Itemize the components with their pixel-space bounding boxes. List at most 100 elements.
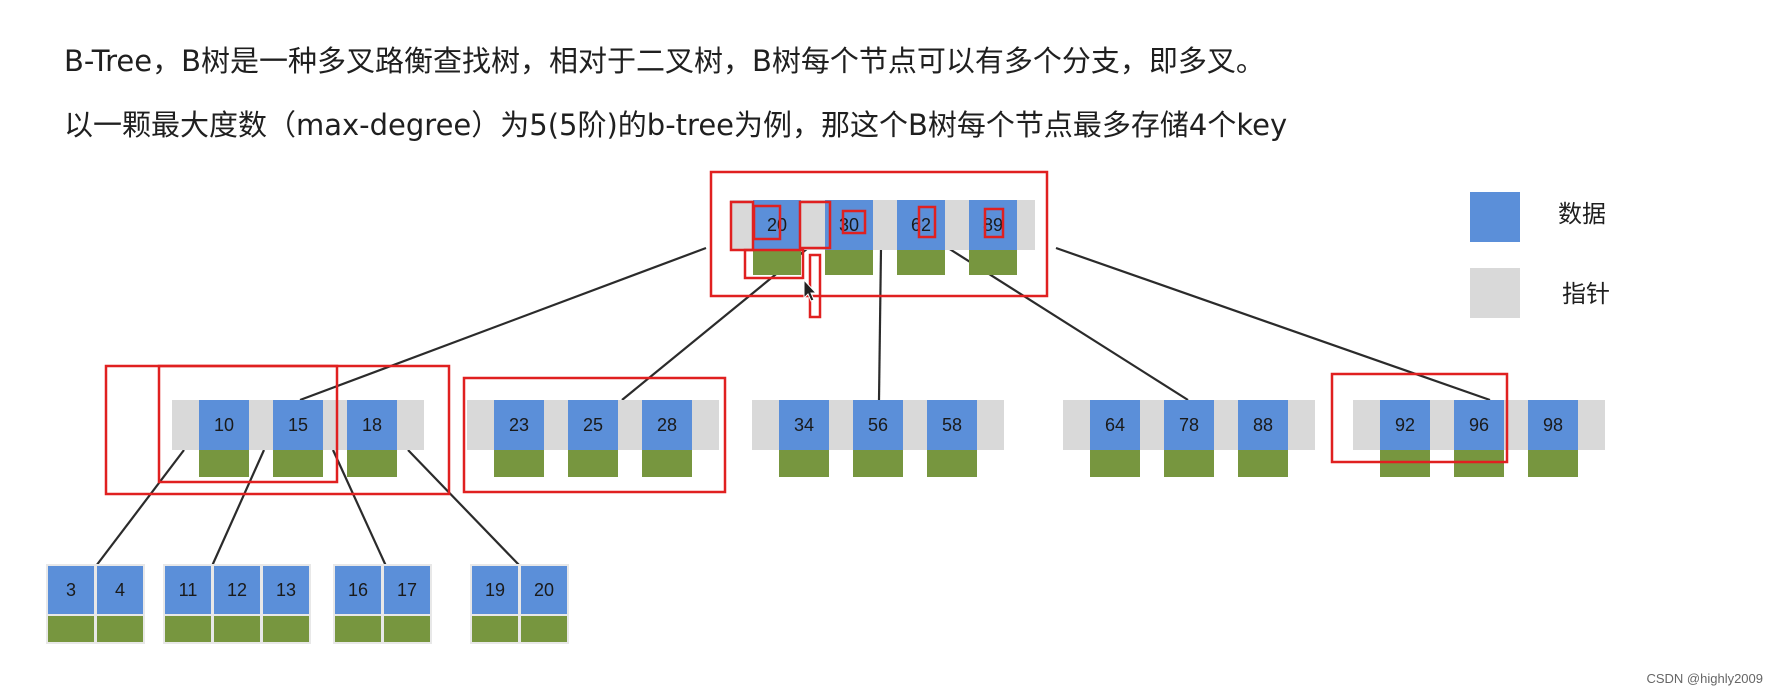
- key-cell: [927, 400, 977, 450]
- legend: 数据 指针: [1470, 192, 1610, 318]
- data-block: [384, 616, 430, 642]
- data-block: [1528, 450, 1578, 477]
- key-cell: [347, 400, 397, 450]
- data-block: [969, 250, 1017, 275]
- key-cell: [472, 566, 518, 614]
- mouse-cursor-icon: [803, 278, 818, 302]
- tree-edge: [331, 449, 388, 567]
- key-label: 96: [1469, 415, 1489, 435]
- key-label: 58: [942, 415, 962, 435]
- data-block: [48, 616, 94, 642]
- key-cell: [214, 566, 260, 614]
- key-label: 20: [534, 580, 554, 600]
- data-block: [335, 616, 381, 642]
- highlight-box: [917, 205, 937, 239]
- tree-edge: [299, 246, 707, 402]
- key-cell: [1454, 400, 1504, 450]
- key-label: 28: [657, 415, 677, 435]
- key-cell: [753, 200, 801, 250]
- key-cell: [1164, 400, 1214, 450]
- data-block: [1090, 450, 1140, 477]
- key-cell: [1380, 400, 1430, 450]
- data-block: [263, 616, 309, 642]
- key-cell: [897, 200, 945, 250]
- key-label: 56: [868, 415, 888, 435]
- highlight-annotations: [104, 170, 1509, 496]
- key-label: 62: [911, 215, 931, 235]
- key-cell: [1528, 400, 1578, 450]
- data-block: [568, 450, 618, 477]
- key-label: 64: [1105, 415, 1125, 435]
- data-block: [214, 616, 260, 642]
- highlight-box: [983, 207, 1005, 239]
- data-block: [1164, 450, 1214, 477]
- description-line-2: 以一颗最大度数（max-degree）为5(5阶)的b-tree为例，那这个B树…: [64, 108, 1288, 142]
- key-cell: [521, 566, 567, 614]
- key-cell: [97, 566, 143, 614]
- level2-node-5: 92 96 98: [1353, 400, 1605, 477]
- data-block: [779, 450, 829, 477]
- key-label: 10: [214, 415, 234, 435]
- data-block: [825, 250, 873, 275]
- key-label: 11: [179, 580, 198, 600]
- data-block: [1238, 450, 1288, 477]
- tree-edge: [407, 449, 521, 567]
- highlight-box: [157, 364, 339, 484]
- key-label: 15: [288, 415, 308, 435]
- key-cell: [199, 400, 249, 450]
- key-label: 98: [1543, 415, 1563, 435]
- key-label: 25: [583, 415, 603, 435]
- watermark: CSDN @highly2009: [1646, 671, 1763, 686]
- data-block: [472, 616, 518, 642]
- legend-pointer-label: 指针: [1562, 280, 1610, 308]
- tree-edge: [95, 449, 185, 567]
- key-cell: [779, 400, 829, 450]
- key-cell: [568, 400, 618, 450]
- level2-node-4: 64 78 88: [1063, 400, 1315, 477]
- tree-edges: [95, 246, 1491, 567]
- key-cell: [642, 400, 692, 450]
- data-block: [853, 450, 903, 477]
- key-cell: [1238, 400, 1288, 450]
- key-label: 92: [1395, 415, 1415, 435]
- key-cell: [1090, 400, 1140, 450]
- legend-data-swatch: [1470, 192, 1520, 242]
- highlight-box: [798, 200, 832, 250]
- data-block: [494, 450, 544, 477]
- data-block: [347, 450, 397, 477]
- key-label: 20: [767, 215, 787, 235]
- data-block: [199, 450, 249, 477]
- data-block: [1380, 450, 1430, 477]
- key-cell: [263, 566, 309, 614]
- legend-pointer-swatch: [1470, 268, 1520, 318]
- data-block: [927, 450, 977, 477]
- tree-edge: [1055, 246, 1491, 402]
- highlight-box: [841, 209, 867, 235]
- key-label: 78: [1179, 415, 1199, 435]
- tree-edge: [877, 247, 883, 401]
- legend-data-label: 数据: [1558, 200, 1606, 228]
- key-cell: [48, 566, 94, 614]
- key-label: 13: [276, 580, 296, 600]
- highlight-box: [752, 204, 782, 241]
- level2-node-3: 34 56 58: [752, 400, 1004, 477]
- key-label: 19: [485, 580, 505, 600]
- key-label: 16: [348, 580, 368, 600]
- key-label: 34: [794, 415, 814, 435]
- key-cell: [335, 566, 381, 614]
- highlight-box: [808, 253, 822, 319]
- highlight-box: [462, 376, 727, 494]
- highlight-box: [1330, 372, 1509, 464]
- key-cell: [165, 566, 211, 614]
- key-cell: [853, 400, 903, 450]
- data-block: [165, 616, 211, 642]
- key-label: 88: [1253, 415, 1273, 435]
- key-cell: [384, 566, 430, 614]
- highlight-box: [743, 248, 805, 280]
